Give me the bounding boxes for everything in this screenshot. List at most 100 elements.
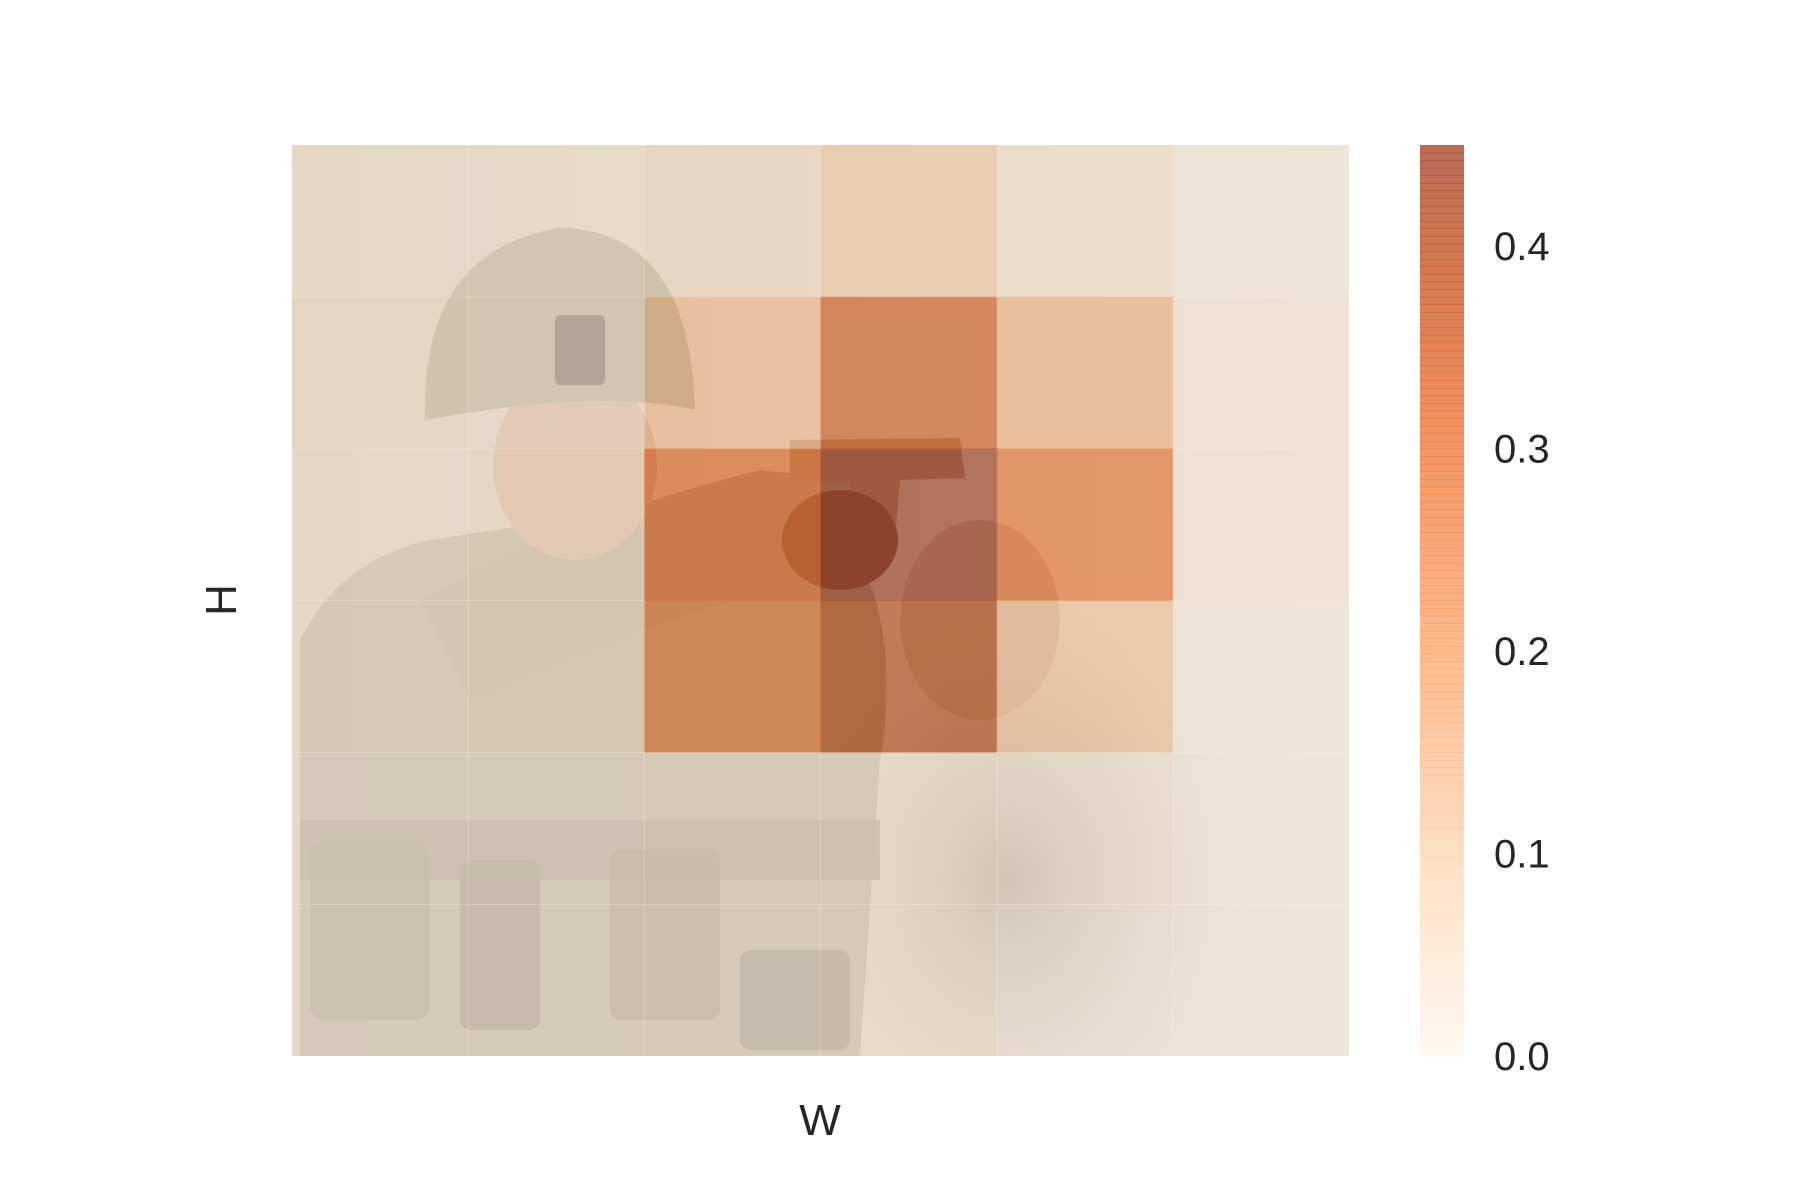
y-axis-label: H xyxy=(197,584,246,616)
colorbar-segment xyxy=(1420,630,1464,640)
colorbar-segment xyxy=(1420,668,1464,678)
heatmap-cell xyxy=(644,296,821,450)
colorbar-segment xyxy=(1420,691,1464,700)
colorbar-tick-label: 0.2 xyxy=(1494,630,1550,674)
colorbar-segment xyxy=(1420,274,1464,283)
heatmap-cell xyxy=(292,752,469,905)
colorbar-tick-label: 0.4 xyxy=(1494,225,1550,269)
colorbar-segment xyxy=(1420,866,1464,875)
colorbar-tick-label: 0.1 xyxy=(1494,833,1550,877)
colorbar-segment xyxy=(1420,1048,1464,1057)
heatmap-cell xyxy=(468,145,645,298)
colorbar-segment xyxy=(1420,365,1464,374)
colorbar-segment xyxy=(1420,547,1464,556)
colorbar-segment xyxy=(1420,721,1464,731)
heatmap-cell xyxy=(820,600,998,753)
colorbar-segment xyxy=(1420,813,1464,822)
colorbar-segment xyxy=(1420,554,1464,564)
colorbar-segment xyxy=(1420,342,1464,351)
heatmap-cell xyxy=(644,448,821,601)
heatmap-cell xyxy=(1172,600,1349,753)
colorbar-segment xyxy=(1420,964,1464,974)
colorbar-segment xyxy=(1420,433,1464,442)
colorbar-segment xyxy=(1420,706,1464,715)
colorbar-segment xyxy=(1420,289,1464,298)
colorbar-segment xyxy=(1420,266,1464,275)
heatmap-cell xyxy=(820,448,998,601)
colorbar-segment xyxy=(1420,653,1464,662)
colorbar-segment xyxy=(1420,494,1464,503)
colorbar-segment xyxy=(1420,957,1464,966)
heatmap-cells xyxy=(292,145,1349,1056)
colorbar-segment xyxy=(1420,714,1464,723)
colorbar-segment xyxy=(1420,676,1464,685)
colorbar-segment xyxy=(1420,205,1464,214)
heatmap-cell xyxy=(1172,145,1349,298)
colorbar-segment xyxy=(1420,888,1464,898)
colorbar-segment xyxy=(1420,790,1464,799)
colorbar-segment xyxy=(1420,463,1464,473)
heatmap-cell xyxy=(644,904,821,1056)
colorbar-segment xyxy=(1420,820,1464,829)
heatmap-cell xyxy=(996,600,1174,753)
colorbar-segment xyxy=(1420,190,1464,199)
colorbar-segment xyxy=(1420,980,1464,989)
heatmap-cell xyxy=(996,752,1174,905)
colorbar-segment xyxy=(1420,782,1464,791)
colorbar-segment xyxy=(1420,304,1464,313)
colorbar-segment xyxy=(1420,448,1464,457)
colorbar-segment xyxy=(1420,380,1464,389)
heatmap-cell xyxy=(468,904,645,1056)
colorbar-segment xyxy=(1420,904,1464,913)
colorbar-segment xyxy=(1420,236,1464,245)
heatmap-cell xyxy=(996,296,1174,450)
colorbar-segment xyxy=(1420,516,1464,526)
colorbar-segment xyxy=(1420,175,1464,184)
colorbar-tick-label: 0.3 xyxy=(1494,428,1550,472)
colorbar-segment xyxy=(1420,220,1464,230)
colorbar-ticks: 0.00.10.20.30.4 xyxy=(1494,225,1550,1079)
colorbar-segment xyxy=(1420,600,1464,609)
colorbar-segment xyxy=(1420,577,1464,586)
colorbar-segment xyxy=(1420,926,1464,936)
heatmap-cell xyxy=(996,904,1174,1056)
colorbar-segment xyxy=(1420,729,1464,738)
colorbar-segment xyxy=(1420,805,1464,814)
colorbar-segment xyxy=(1420,942,1464,951)
heatmap-cell xyxy=(1172,448,1349,601)
colorbar-segment xyxy=(1420,615,1464,624)
colorbar-segment xyxy=(1420,479,1464,488)
heatmap-cell xyxy=(1172,904,1349,1056)
colorbar-segment xyxy=(1420,251,1464,260)
colorbar-segment xyxy=(1420,608,1464,617)
colorbar-segment xyxy=(1420,1025,1464,1034)
colorbar-segment xyxy=(1420,638,1464,647)
colorbar-segment xyxy=(1420,737,1464,746)
colorbar-segment xyxy=(1420,1002,1464,1012)
colorbar-segment xyxy=(1420,881,1464,890)
colorbar-segment xyxy=(1420,775,1464,784)
heatmap-cell xyxy=(292,904,469,1056)
colorbar-segment xyxy=(1420,152,1464,161)
colorbar-segment xyxy=(1420,851,1464,860)
heatmap-cell xyxy=(1172,296,1349,450)
heatmap-cell xyxy=(468,600,645,753)
colorbar-segment xyxy=(1420,334,1464,343)
heatmap-cell xyxy=(644,600,821,753)
colorbar-segment xyxy=(1420,972,1464,981)
colorbar-segment xyxy=(1420,987,1464,996)
colorbar-segment xyxy=(1420,456,1464,465)
colorbar-segment xyxy=(1420,349,1464,359)
colorbar-segment xyxy=(1420,1033,1464,1042)
colorbar-segment xyxy=(1420,934,1464,943)
colorbar-segment xyxy=(1420,258,1464,268)
colorbar-segment xyxy=(1420,501,1464,510)
colorbar-segment xyxy=(1420,767,1464,776)
colorbar-segment xyxy=(1420,213,1464,222)
x-axis-label: W xyxy=(799,1096,841,1145)
colorbar-segment xyxy=(1420,646,1464,655)
colorbar-segment xyxy=(1420,759,1464,769)
colorbar-segment xyxy=(1420,425,1464,435)
colorbar-segment xyxy=(1420,471,1464,480)
